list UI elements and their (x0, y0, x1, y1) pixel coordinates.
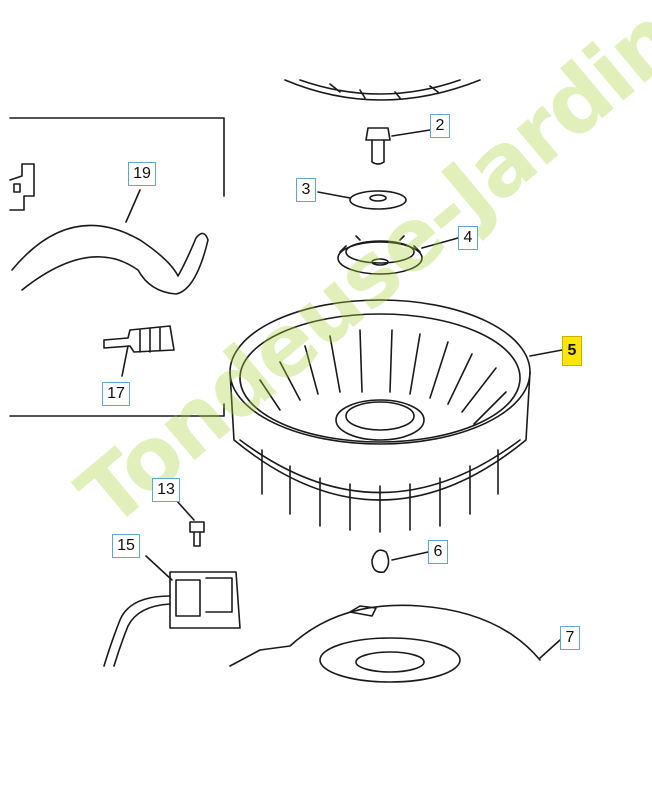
part-13-screw (175, 499, 205, 547)
part-15-ignition-module (103, 555, 241, 667)
callout-2: 2 (430, 114, 450, 138)
callout-4: 4 (458, 226, 478, 250)
callout-13: 13 (152, 478, 180, 502)
top-cover-part (284, 79, 481, 101)
callout-17: 17 (102, 382, 130, 406)
part-17-fitting (103, 325, 175, 377)
part-3-washer (317, 190, 407, 210)
callout-7: 7 (560, 626, 580, 650)
callout-6: 6 (428, 540, 448, 564)
part-7-plate (229, 604, 561, 683)
part-6-key (371, 549, 429, 574)
inset-frame (9, 117, 225, 417)
part-5-flywheel (229, 299, 563, 533)
callout-19: 19 (128, 162, 156, 186)
part-4-starter-cup (337, 235, 459, 275)
callout-3: 3 (296, 178, 316, 202)
part-2-bolt (365, 127, 431, 165)
callout-5: 5 (562, 336, 582, 366)
callout-15: 15 (112, 534, 140, 558)
bracket-part (9, 163, 35, 211)
part-19-hose (11, 189, 209, 295)
